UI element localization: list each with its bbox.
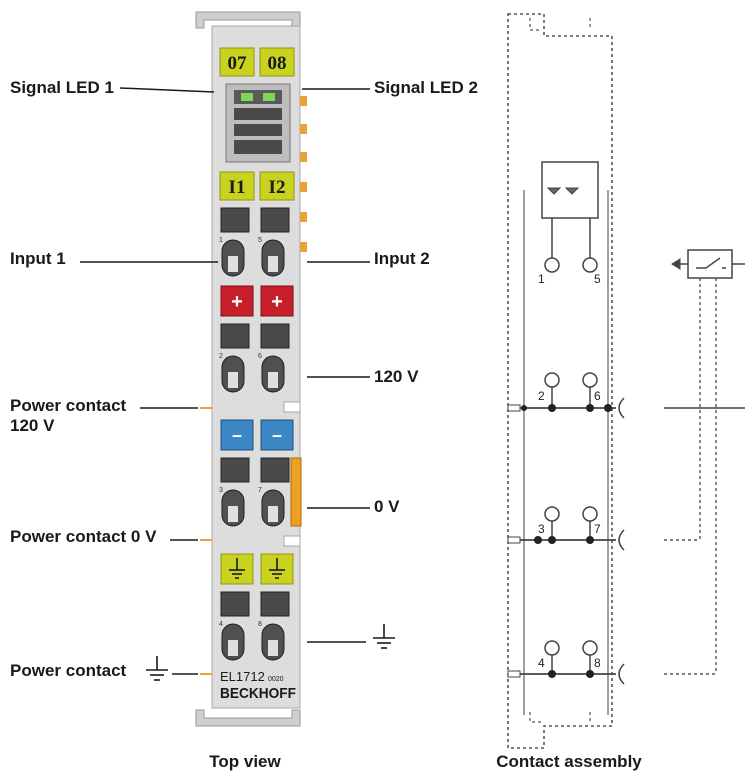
led-row-2	[234, 108, 282, 120]
signal-led-1-line	[119, 87, 215, 93]
assembly-top-detail	[529, 18, 591, 31]
plus-sign-2: +	[271, 291, 283, 313]
bus-ground-pin	[507, 670, 521, 678]
callouts: Signal LED 1 Signal LED 2 Input 1 Input …	[10, 78, 478, 681]
v0-label: 0 V	[374, 497, 400, 516]
terminal-top-view: 07 08 I1 I2 1	[195, 11, 307, 727]
separator-notch-2	[283, 535, 301, 547]
bus-0v-pin	[507, 536, 521, 544]
top-clip	[195, 11, 301, 29]
input-badge-2	[259, 171, 295, 201]
minus-sign-2: –	[272, 425, 282, 445]
caption-top-view: Top view	[209, 752, 281, 771]
contact-4	[544, 640, 560, 656]
signal-led-2-light	[263, 93, 275, 101]
bus-120v-spring	[618, 397, 625, 419]
zero-volt-contact	[290, 457, 302, 527]
contact-6	[582, 372, 598, 388]
contact-number-2: 2	[538, 389, 545, 403]
terminal-pair-2: 2 6	[219, 323, 290, 393]
input-badge-1	[219, 171, 255, 201]
led-row-4	[234, 140, 282, 154]
contact-1	[544, 257, 560, 273]
contact-number-8: 8	[594, 656, 601, 670]
contact-number-3: 3	[538, 522, 545, 536]
v120-label: 120 V	[374, 367, 419, 386]
power-contact-120-label-line2: 120 V	[10, 416, 55, 435]
contact-2	[544, 372, 560, 388]
power-contact-ground-label: Power contact	[10, 661, 127, 680]
terminal-number-7: 7	[258, 487, 262, 494]
input-2-label: Input 2	[374, 249, 430, 268]
contact-number-6: 6	[594, 389, 601, 403]
minus-sign-1: –	[232, 425, 242, 445]
signal-led-1-light	[241, 93, 253, 101]
contact-number-4: 4	[538, 656, 545, 670]
bus-120v-pin	[507, 404, 521, 412]
led-badge-2-label: 08	[268, 53, 287, 74]
terminal-number-1: 1	[219, 237, 223, 244]
led-badge-2	[259, 47, 295, 77]
contact-number-7: 7	[594, 522, 601, 536]
signal-led-1-label: Signal LED 1	[10, 78, 114, 97]
ground-block-symbols	[229, 558, 285, 579]
bus-ground-spring	[618, 663, 625, 685]
terminal-number-5: 5	[258, 237, 262, 244]
model-suffix: 0020	[268, 676, 284, 683]
contact-number-5: 5	[594, 272, 601, 286]
led-diode-icon	[546, 187, 580, 195]
led-badge-1-label: 07	[228, 53, 248, 74]
signal-led-2-label: Signal LED 2	[374, 78, 478, 97]
contact-numbers: 1 5 2 6 3 7 4 8	[538, 272, 601, 670]
terminal-number-8: 8	[258, 621, 262, 628]
terminal-number-4: 4	[219, 621, 223, 628]
terminal-number-6: 6	[258, 353, 262, 360]
caption-contact-assembly: Contact assembly	[496, 752, 642, 771]
assembly-bottom-detail	[529, 712, 591, 723]
input-badge-1-label: I1	[229, 177, 246, 198]
terminal-number-3: 3	[219, 487, 223, 494]
bottom-clip	[195, 709, 301, 727]
separator-notch-1	[283, 401, 301, 413]
terminal-pair-3: 3 7	[219, 457, 290, 527]
contact-3	[544, 506, 560, 522]
led-badge-1	[219, 47, 255, 77]
bus-0v-spring	[618, 529, 625, 551]
contact-7	[582, 506, 598, 522]
terminal-pair-1: 1 5	[219, 207, 290, 277]
plus-block-1	[220, 285, 254, 317]
external-circuit	[664, 249, 745, 675]
ground-icon	[373, 624, 395, 649]
brand-label: BECKHOFF	[220, 685, 296, 702]
contact-5	[582, 257, 598, 273]
side-contacts	[300, 96, 307, 252]
terminal-number-2: 2	[219, 353, 223, 360]
contact-8	[582, 640, 598, 656]
minus-block-2	[260, 419, 294, 451]
contact-number-1: 1	[538, 272, 545, 286]
power-contact-120-label-line1: Power contact	[10, 396, 127, 415]
minus-block-1	[220, 419, 254, 451]
input-arrow-icon	[671, 258, 681, 270]
plus-sign-1: +	[231, 291, 243, 313]
plus-block-2	[260, 285, 294, 317]
switch-icon	[696, 257, 726, 269]
power-contact-0v-label: Power contact 0 V	[10, 527, 157, 546]
power-contact-ground-icon	[146, 656, 168, 681]
input-badge-2-label: I2	[269, 177, 286, 198]
external-switch-box	[687, 249, 733, 279]
model-label: EL1712	[220, 669, 265, 684]
led-row-3	[234, 124, 282, 136]
input-1-label: Input 1	[10, 249, 66, 268]
contact-assembly	[507, 13, 625, 749]
terminal-pair-4: 4 8	[219, 591, 290, 661]
assembly-outline	[507, 13, 613, 749]
